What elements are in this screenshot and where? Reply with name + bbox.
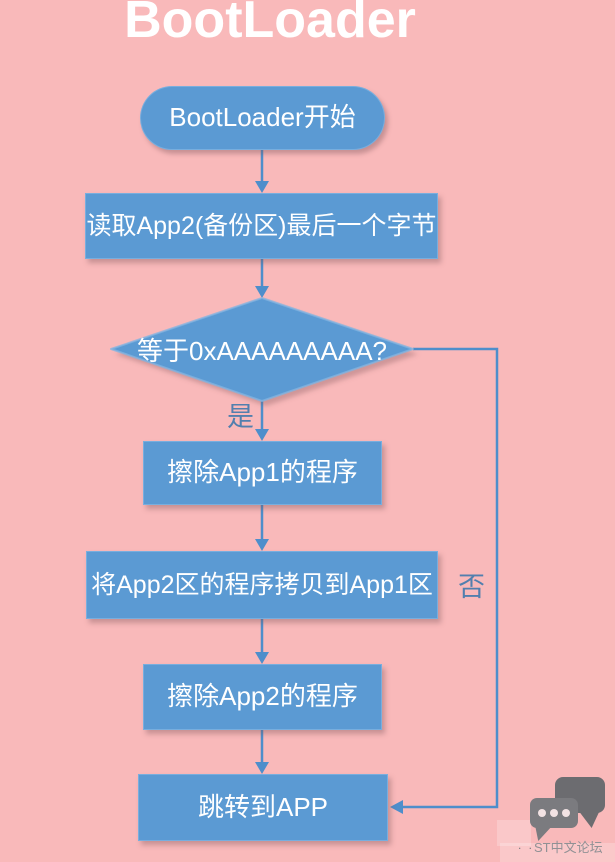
watermark-dots: . .	[518, 838, 535, 852]
arrowhead-left-icon	[390, 800, 403, 814]
arrowhead-down-icon	[255, 652, 269, 664]
node-erase-app1: 擦除App1的程序	[143, 441, 382, 505]
bubble-dot-icon	[562, 809, 570, 817]
node-bootloader-start: BootLoader开始	[140, 86, 385, 150]
chat-bubble-front-icon	[530, 798, 578, 828]
node-bootloader-start-label: BootLoader开始	[169, 102, 356, 133]
node-erase-app1-label: 擦除App1的程序	[167, 457, 358, 488]
node-jump-to-app-label: 跳转到APP	[197, 791, 329, 822]
node-read-last-byte: 读取App2(备份区)最后一个字节	[85, 193, 438, 259]
arrowhead-down-icon	[255, 539, 269, 551]
node-jump-to-app: 跳转到APP	[138, 774, 388, 841]
bubble-dot-icon	[550, 809, 558, 817]
yes-branch-label: 是	[227, 402, 254, 432]
node-decision-label: 等于0xAAAAAAAAA?	[137, 336, 387, 366]
no-branch-label: 否	[458, 572, 485, 602]
page-title: BootLoader	[124, 0, 416, 49]
node-copy-app2-to-app1-label: 将App2区的程序拷贝到App1区	[91, 571, 433, 599]
node-read-last-byte-label: 读取App2(备份区)最后一个字节	[86, 212, 437, 240]
watermark-highlight-strip	[500, 843, 615, 862]
arrowhead-down-icon	[255, 429, 269, 441]
node-erase-app2-label: 擦除App2的程序	[167, 681, 358, 712]
arrowhead-down-icon	[255, 286, 269, 298]
arrowhead-down-icon	[255, 181, 269, 193]
arrowhead-down-icon	[255, 762, 269, 774]
watermark-highlight-strip	[497, 820, 531, 846]
node-copy-app2-to-app1: 将App2区的程序拷贝到App1区	[86, 551, 438, 619]
node-erase-app2: 擦除App2的程序	[143, 664, 382, 730]
watermark-text: ST中文论坛	[534, 840, 603, 855]
bubble-dot-icon	[538, 809, 546, 817]
edge-decision-no-jump	[403, 347, 499, 809]
decision-diamond	[110, 297, 414, 402]
